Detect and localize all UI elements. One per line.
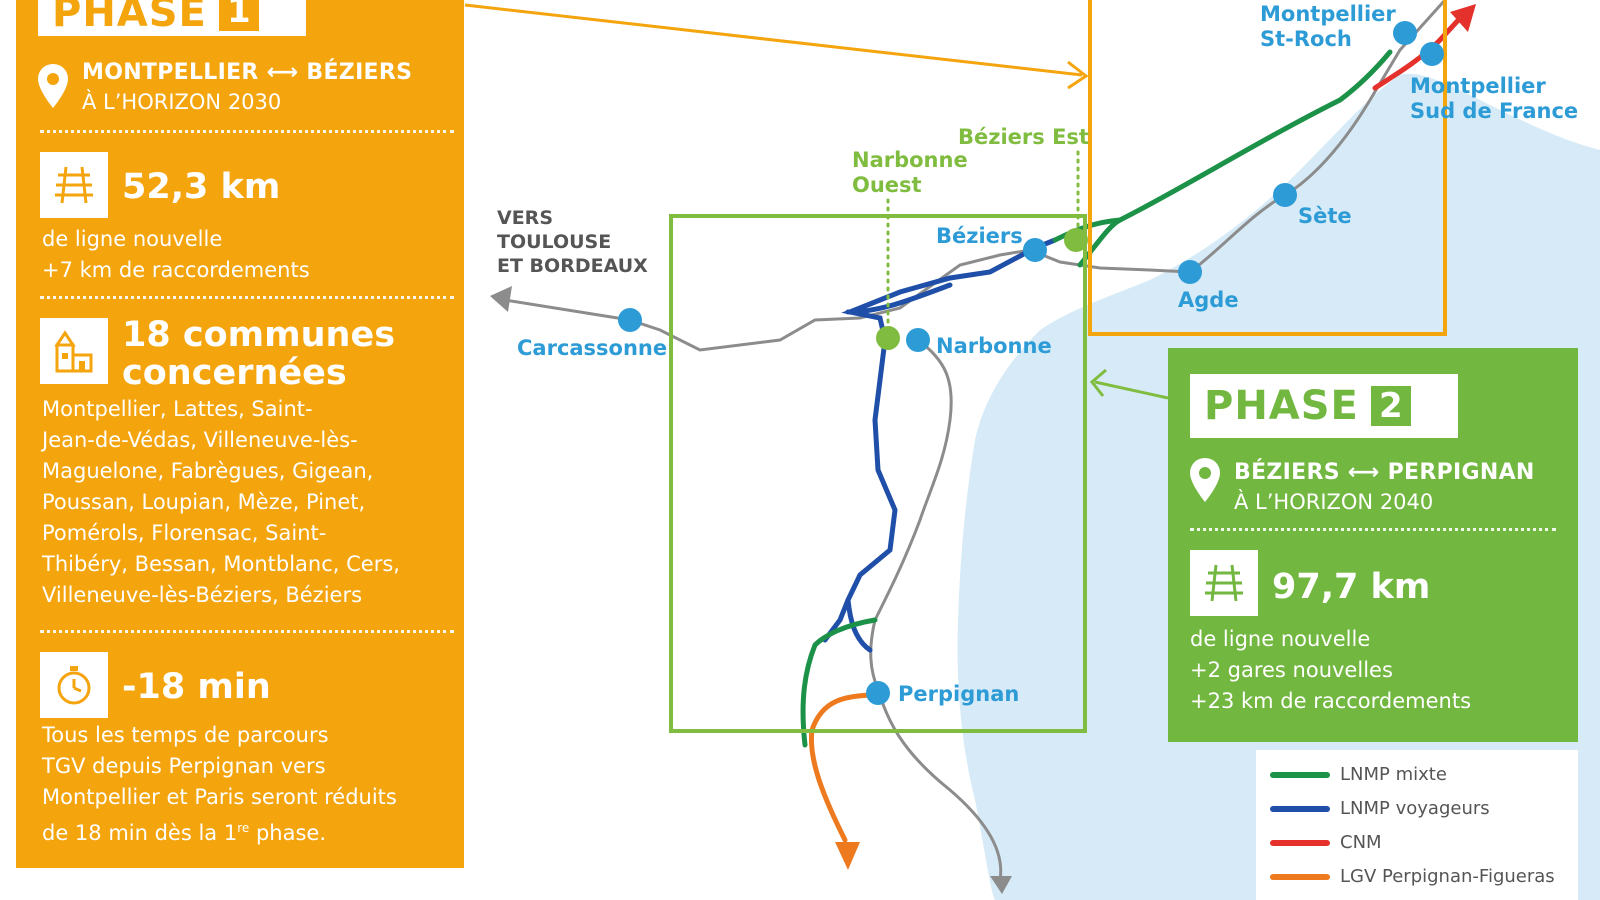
legend-label: LNMP voyageurs	[1340, 798, 1490, 819]
phase2-pointer	[1094, 380, 1169, 400]
label-carcassonne: Carcassonne	[517, 336, 668, 360]
rail-perpignan-south	[876, 688, 1003, 882]
phase2-zone-box	[669, 214, 1087, 733]
cnm-line	[1372, 13, 1465, 91]
phase2-panel: PHASE 2 BÉZIERS ⟷ PERPIGNAN À L’HORIZON …	[1168, 348, 1578, 742]
phase1-time-desc: Tous les temps de parcours TGV depuis Pe…	[42, 723, 397, 845]
rail-carcassonne-narbonne	[628, 248, 1192, 352]
divider	[1190, 528, 1556, 531]
phase2-badge: PHASE 2	[1190, 374, 1458, 438]
legend-label: LGV Perpignan-Figueras	[1340, 866, 1555, 887]
legend-item: CNM	[1270, 832, 1382, 853]
town-icon-box	[40, 318, 108, 384]
phase2-number: 2	[1370, 386, 1411, 426]
station-dot-sete	[1273, 183, 1297, 207]
phase1-route: MONTPELLIER ⟷ BÉZIERS	[82, 60, 413, 85]
phase1-zone-box	[1088, 0, 1447, 336]
phase2-horizon: À L’HORIZON 2040	[1234, 490, 1434, 514]
stopwatch-icon	[57, 666, 91, 705]
phase2-route: BÉZIERS ⟷ PERPIGNAN	[1234, 460, 1535, 485]
lnmp-mixte-north	[1077, 49, 1393, 268]
station-dot-narbonne-ouest	[876, 326, 900, 350]
label-narbonne: Narbonne	[936, 334, 1052, 358]
railway-track-icon	[1205, 564, 1243, 602]
label-beziers-est: Béziers Est	[958, 125, 1089, 149]
arrow-toulouse-head	[490, 286, 512, 312]
divider	[40, 130, 454, 133]
station-dot-montpellier-sud	[1420, 42, 1444, 66]
phase1-number: 1	[218, 0, 259, 31]
location-pin-icon	[1190, 458, 1220, 502]
phase1-time-value: -18 min	[122, 667, 271, 707]
arrow-toulouse	[504, 298, 631, 322]
railway-track-icon	[55, 166, 93, 204]
lnmp-voyageurs-branch	[845, 282, 953, 315]
legend-label: CNM	[1340, 832, 1382, 853]
phase2-pointer-head	[1089, 368, 1107, 397]
legend-swatch	[1270, 839, 1330, 846]
lgv-perpignan-figueras	[808, 692, 881, 843]
phase1-km-desc: de ligne nouvelle+7 km de raccordements	[42, 227, 310, 282]
phase1-pointer	[464, 3, 1083, 77]
lnmp-mixte-south	[800, 617, 878, 748]
phase1-communes-list: Montpellier, Lattes, Saint- Jean-de-Véda…	[42, 397, 400, 607]
label-beziers: Béziers	[936, 224, 1023, 248]
town-hall-icon	[54, 330, 93, 373]
phase1-horizon: À L’HORIZON 2030	[82, 90, 282, 114]
legend-swatch	[1270, 771, 1330, 778]
station-dot-agde	[1178, 260, 1202, 284]
legend-swatch	[1270, 873, 1330, 880]
lgv-arrow-head	[835, 842, 860, 870]
phase1-panel: PHASE 1 MONTPELLIER ⟷ BÉZIERS À L’HORIZO…	[16, 0, 464, 868]
lnmp-voyageurs-perp	[845, 597, 873, 653]
station-dot-perpignan	[866, 681, 890, 705]
rail-narbonne-perpignan	[869, 338, 953, 692]
legend-item: LGV Perpignan-Figueras	[1270, 866, 1555, 887]
label-sete: Sète	[1298, 204, 1352, 228]
location-pin-icon	[38, 64, 68, 108]
arrow-south-gray-head	[990, 876, 1012, 894]
phase2-km-desc: de ligne nouvelle+2 gares nouvelles+23 k…	[1190, 627, 1472, 713]
station-dot-narbonne	[906, 328, 930, 352]
station-dot-carcassonne	[618, 308, 642, 332]
legend-swatch	[1270, 805, 1330, 812]
map-legend: LNMP mixte LNMP voyageurs CNM LGV Perpig…	[1256, 750, 1578, 900]
label-agde: Agde	[1178, 288, 1239, 312]
phase2-word: PHASE	[1204, 383, 1359, 429]
phase2-km-value: 97,7 km	[1272, 567, 1431, 607]
legend-label: LNMP mixte	[1340, 764, 1447, 785]
track-icon-box	[1190, 550, 1258, 616]
legend-item: LNMP mixte	[1270, 764, 1447, 785]
station-dot-beziers	[1023, 238, 1047, 262]
phase1-km-value: 52,3 km	[122, 167, 281, 207]
phase1-word: PHASE	[52, 0, 207, 36]
phase1-badge: PHASE 1	[38, 0, 306, 36]
stopwatch-icon-box	[40, 652, 108, 718]
lagoon	[1310, 70, 1405, 195]
divider	[40, 296, 454, 299]
legend-item: LNMP voyageurs	[1270, 798, 1490, 819]
phase1-pointer-head	[1067, 60, 1089, 90]
divider	[40, 630, 454, 633]
track-icon-box	[40, 152, 108, 218]
lnmp-voyageurs-main	[822, 237, 1058, 643]
label-perpignan: Perpignan	[898, 682, 1020, 706]
cnm-arrow-head	[1450, 4, 1476, 32]
station-dot-montpellier-stroch	[1393, 21, 1417, 45]
station-dot-beziers-est	[1064, 228, 1088, 252]
